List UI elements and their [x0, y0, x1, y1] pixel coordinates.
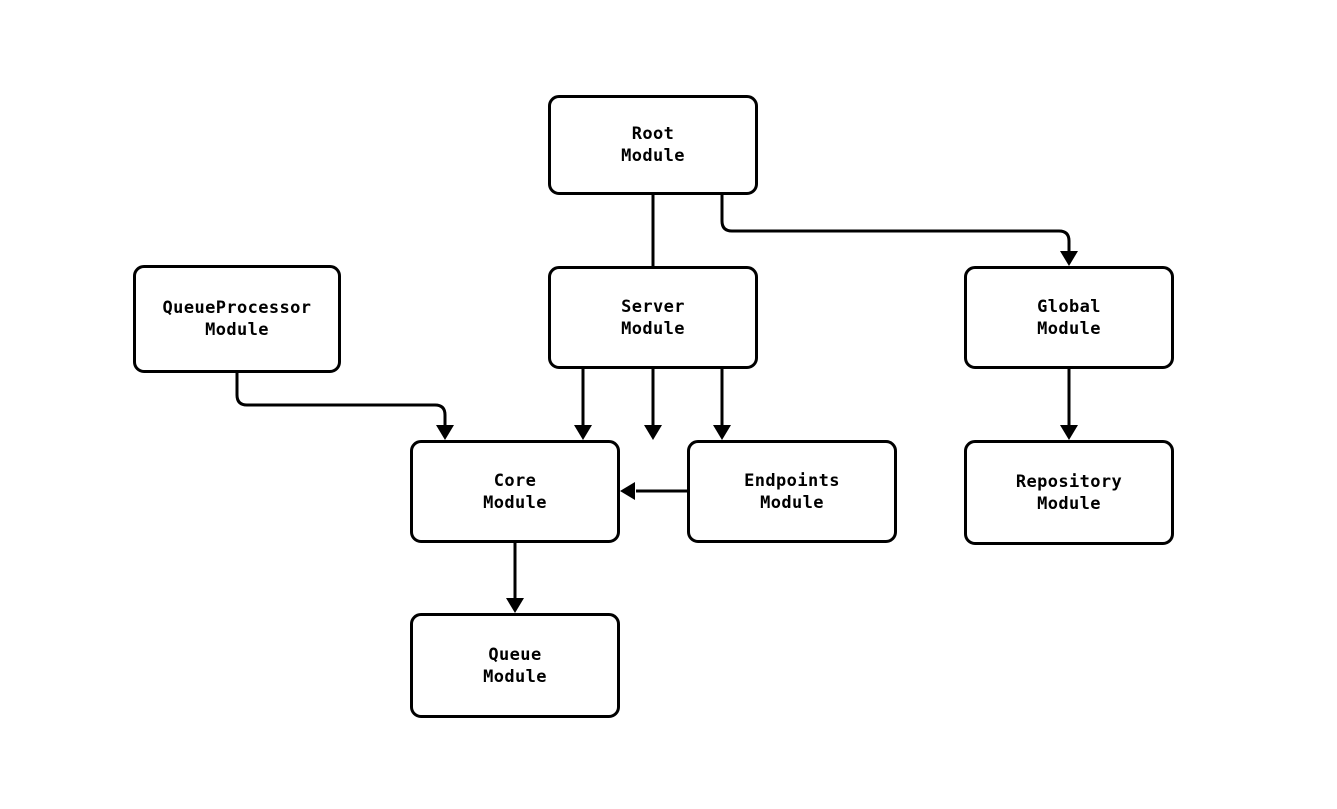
node-endpoints-line2: Module [760, 492, 824, 513]
edge-core-to-queue [506, 543, 524, 613]
node-core-line1: Core [493, 470, 537, 491]
arrow-head-icon [506, 598, 524, 613]
node-queueprocessor-line1: QueueProcessor [162, 298, 312, 318]
node-root-line2: Module [621, 146, 685, 166]
arrow-head-icon [436, 425, 454, 440]
node-queue-line2: Module [483, 666, 547, 687]
node-core[interactable]: Core Module [410, 440, 620, 543]
edge-endpoints-to-core [620, 482, 687, 500]
edge-server-to-core [574, 369, 592, 440]
node-server-line2: Module [621, 318, 685, 339]
node-global-line2: Module [1037, 318, 1101, 339]
node-server[interactable]: Server Module [548, 266, 758, 369]
arrow-head-icon [1060, 425, 1078, 440]
arrow-head-icon [713, 425, 731, 440]
node-queueprocessor[interactable]: QueueProcessor Module [133, 265, 341, 373]
node-global[interactable]: Global Module [964, 266, 1174, 369]
edge-root-to-global [720, 195, 1078, 266]
arrow-head-icon [574, 425, 592, 440]
edge-global-to-repository [1060, 369, 1078, 440]
node-root[interactable]: Root Module [548, 95, 758, 195]
node-repository[interactable]: Repository Module [964, 440, 1174, 545]
edge-queueprocessor-to-core [235, 373, 454, 440]
edge-line [235, 373, 447, 432]
node-queue-line1: Queue [488, 644, 542, 665]
node-endpoints-line1: Endpoints [744, 470, 840, 491]
arrow-head-icon [644, 425, 662, 440]
node-core-line2: Module [483, 492, 547, 513]
arrow-head-icon [620, 482, 635, 500]
node-root-line1: Root [631, 124, 675, 144]
node-queue[interactable]: Queue Module [410, 613, 620, 718]
arrow-head-icon [1060, 251, 1078, 266]
node-repository-line2: Module [1037, 493, 1101, 514]
node-queueprocessor-line2: Module [205, 320, 269, 340]
node-endpoints[interactable]: Endpoints Module [687, 440, 897, 543]
edge-server-to-endpoints [713, 369, 731, 440]
edge-line [720, 195, 1071, 258]
node-repository-line1: Repository [1015, 471, 1123, 492]
node-global-line1: Global [1037, 296, 1101, 317]
node-server-line1: Server [621, 296, 685, 317]
